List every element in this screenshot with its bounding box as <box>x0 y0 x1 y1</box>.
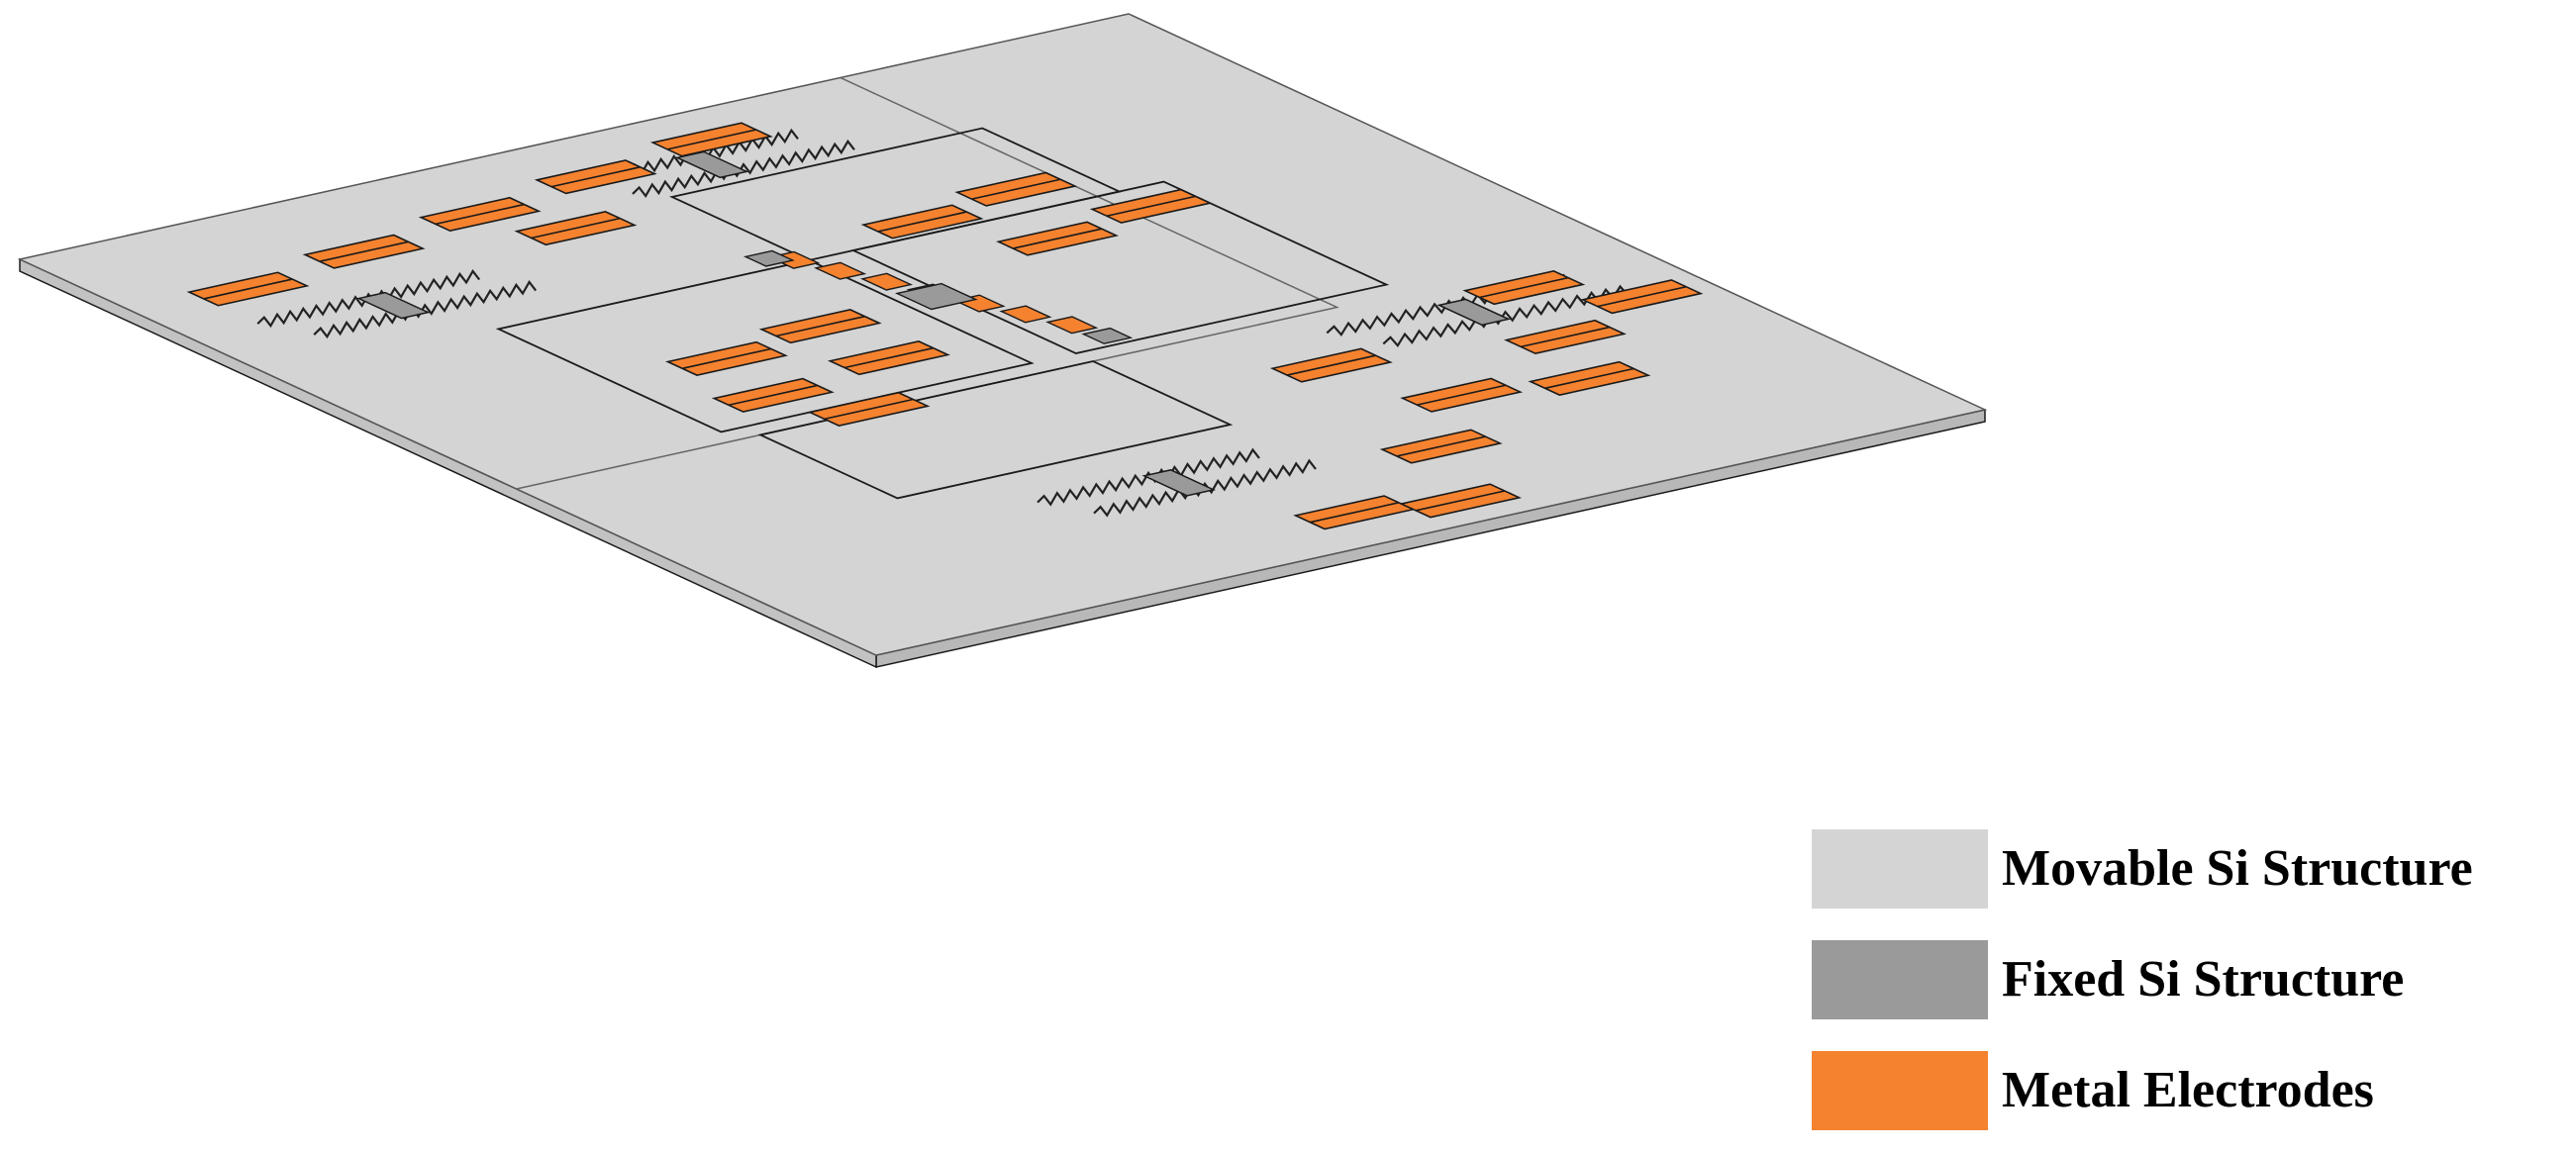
legend-item-electrodes: Metal Electrodes <box>1812 1051 2564 1130</box>
electrode-pad-17-line <box>1597 285 1687 308</box>
electrode-pad-7-line <box>877 211 967 233</box>
electrode-pad-19-line <box>1417 384 1507 406</box>
electrode-pad-4-line <box>550 166 641 188</box>
electrode-pad-20-line <box>1396 435 1486 457</box>
legend-swatch-electrodes <box>1812 1051 1988 1130</box>
electrode-pad-1-line <box>203 278 293 300</box>
legend-label-movable: Movable Si Structure <box>2002 840 2473 897</box>
electrode-pad-5-line <box>666 129 756 150</box>
electrode-pad-2-line <box>319 240 409 262</box>
electrode-pad-23-line <box>1544 367 1635 390</box>
inner-frame-top <box>668 127 1123 261</box>
spring-bottom-left-a <box>1037 447 1260 507</box>
electrode-pad-11-line <box>682 347 771 370</box>
electrode-pad-8-line <box>971 178 1061 200</box>
legend-swatch-fixed <box>1812 940 1988 1019</box>
anchor-bottom-left <box>1141 469 1217 497</box>
center-coupler-2 <box>814 261 867 280</box>
legend-label-electrodes: Metal Electrodes <box>2002 1062 2374 1118</box>
electrode-pad-9-line <box>1013 228 1102 249</box>
center-anchor-bottom <box>1081 327 1134 344</box>
anchor-bottom-right <box>1437 298 1512 327</box>
anchor-top-left <box>355 291 431 320</box>
spring-top-right-b <box>632 139 855 198</box>
electrode-pad-24-line <box>1286 354 1376 376</box>
center-anchor-top <box>743 249 795 267</box>
electrode-pad-13-line <box>728 384 818 407</box>
center-anchor-middle <box>894 282 978 311</box>
inner-frame-bottom <box>757 360 1234 500</box>
electrode-pad-12-line <box>775 315 865 337</box>
legend-item-movable: Movable Si Structure <box>1812 829 2564 909</box>
center-coupler-3 <box>859 272 914 291</box>
electrode-pad-15-line <box>824 398 914 421</box>
electrode-pad-21-line <box>1310 502 1400 524</box>
inner-frame-left <box>495 259 1035 433</box>
center-coupler-6 <box>999 305 1052 324</box>
electrode-pad-14-line <box>843 346 934 369</box>
spring-top-left-a <box>256 269 481 329</box>
legend-swatch-movable <box>1812 829 1988 909</box>
electrode-pad-3-line <box>435 203 525 226</box>
spring-bottom-left-b <box>1093 458 1317 518</box>
electrode-pad-22-line <box>1416 490 1505 512</box>
legend-item-fixed: Fixed Si Structure <box>1812 940 2564 1019</box>
center-coupler-7 <box>1045 316 1099 335</box>
electrode-pad-6-line <box>531 217 621 240</box>
legend-label-fixed: Fixed Si Structure <box>2002 951 2405 1008</box>
electrode-pad-16-line <box>1479 276 1569 299</box>
spring-top-left-b <box>313 280 538 339</box>
electrode-pad-10-line <box>1106 195 1196 218</box>
electrode-pad-18-line <box>1521 326 1610 348</box>
